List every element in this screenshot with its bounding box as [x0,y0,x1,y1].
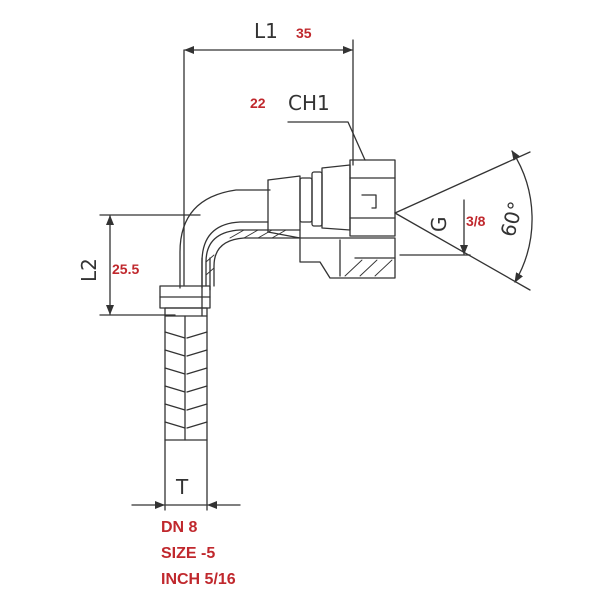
spec-size: SIZE -5 [161,545,216,562]
coupling-nut [299,159,396,279]
spec-inch: INCH 5/16 [161,571,236,588]
hose-tail [164,257,211,441]
spec-dn: DN 8 [161,519,198,536]
dim-l2-label: L2 [77,258,101,282]
dim-ch1-value: 22 [250,95,266,111]
section-hatching [205,229,393,277]
dim-l1-label: L1 [254,19,278,43]
dim-l1-value: 35 [296,25,312,41]
dimension-lines [106,46,533,509]
dim-g-value: 3/8 [466,213,486,229]
dim-ch1-label: CH1 [288,91,330,115]
dim-g-label: G [427,217,451,233]
dim-l2-value: 25.5 [112,261,139,277]
dim-t-label: T [175,475,189,499]
inner-bore [205,229,301,287]
extension-lines [99,39,531,511]
dim-angle-label: 60° [496,199,528,239]
